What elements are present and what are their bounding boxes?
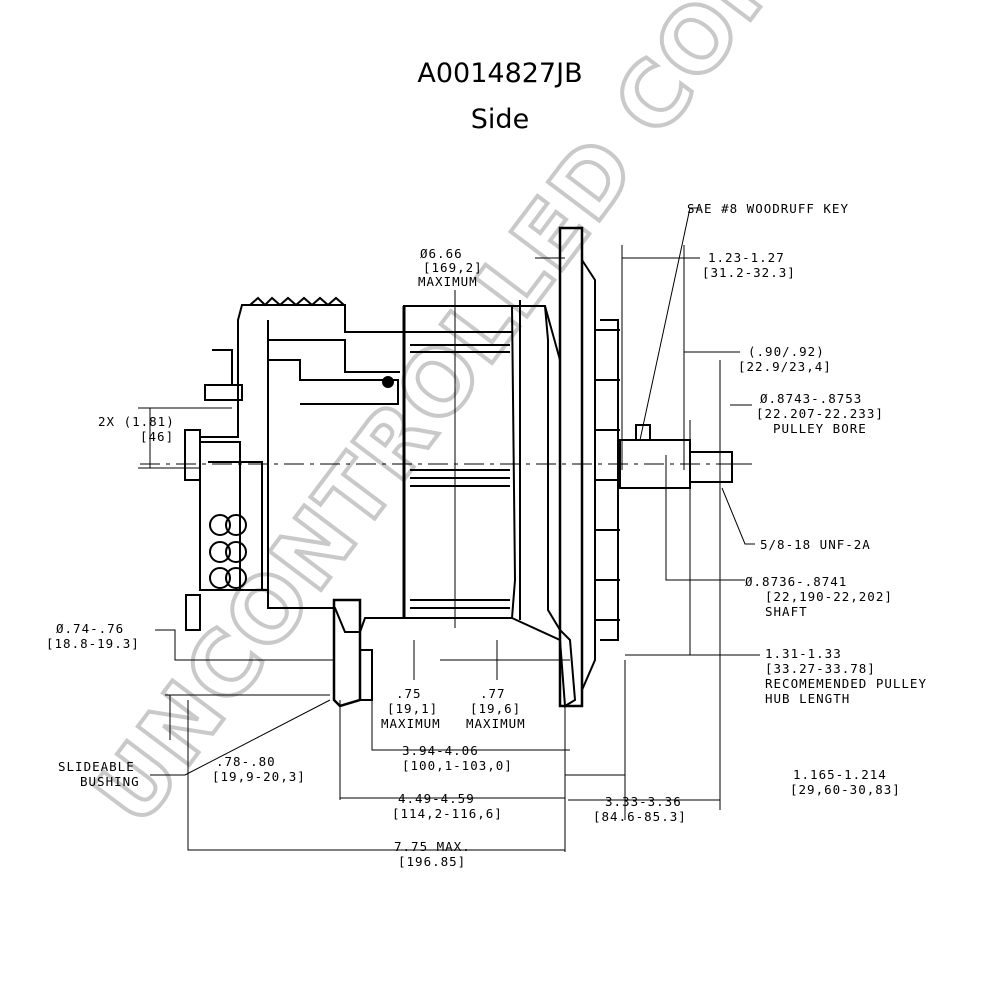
pulley-bore-note: PULLEY BORE xyxy=(773,421,867,436)
key-position-label: 1.23-1.27 xyxy=(708,250,785,265)
hub-note-line2: HUB LENGTH xyxy=(765,691,850,706)
shaft-note: SHAFT xyxy=(765,604,808,619)
ear-to-pulley-label: 3.33-3.36 xyxy=(605,794,682,809)
ear-to-pulley-mm: [84.6-85.3] xyxy=(593,809,687,824)
terminal-stud-upper xyxy=(204,384,243,401)
threaded-shaft-end xyxy=(690,451,733,483)
terminal-spacing-mm: [46] xyxy=(140,429,174,444)
slideable-label-line1: SLIDEABLE xyxy=(58,759,135,774)
hub-length-mm: [33.27-33.78] xyxy=(765,661,876,676)
key-position-mm: [31.2-32.3] xyxy=(702,265,796,280)
hub-length-label: 1.31-1.33 xyxy=(765,646,842,661)
ear-right-note: MAXIMUM xyxy=(466,716,526,731)
terminal-spacing-label: 2X (1.81) xyxy=(98,414,175,429)
bushing-length-mm: [19,9-20,3] xyxy=(212,769,306,784)
pulley-bore-label: Ø.8743-.8753 xyxy=(760,391,862,406)
mount-a-label: 3.94-4.06 xyxy=(402,743,479,758)
view-subtitle: Side xyxy=(470,104,530,135)
pulley-bore-mm: [22.207-22.233] xyxy=(756,406,884,421)
part-number-title: A0014827JB xyxy=(417,58,583,89)
key-length-label: (.90/.92) xyxy=(748,344,825,359)
overall-length-label: 7.75 MAX. xyxy=(394,839,471,854)
mount-a-mm: [100,1-103,0] xyxy=(402,758,513,773)
ear-left-label: .75 xyxy=(396,686,422,701)
max-diameter-label: Ø6.66 xyxy=(420,246,463,261)
mounting-ear xyxy=(332,598,362,708)
max-diameter-note: MAXIMUM xyxy=(418,274,478,289)
shaft-label: Ø.8736-.8741 xyxy=(745,574,847,589)
slideable-label-line2: BUSHING xyxy=(80,774,140,789)
overall-length-mm: [196.85] xyxy=(398,854,466,869)
ear-left-note: MAXIMUM xyxy=(381,716,441,731)
bushing-length-label: .78-.80 xyxy=(216,754,276,769)
key-length-mm: [22.9/23,4] xyxy=(738,359,832,374)
watermark-text: UNCONTROLLED COPY xyxy=(75,0,842,843)
woodruff-key-label: SAE #8 WOODRUFF KEY xyxy=(687,201,849,216)
fan-blades xyxy=(595,329,620,621)
max-diameter-mm: [169,2] xyxy=(423,260,483,275)
ear-right-label: .77 xyxy=(480,686,506,701)
mount-b-mm: [114,2-116,6] xyxy=(392,806,503,821)
hub-offset-label: 1.165-1.214 xyxy=(793,767,887,782)
bushing-diameter-label: Ø.74-.76 xyxy=(56,621,124,636)
mount-b-label: 4.49-4.59 xyxy=(398,791,475,806)
fan-hub xyxy=(558,226,584,708)
terminal-stud-lower xyxy=(185,594,201,631)
dimension-labels: SAE #8 WOODRUFF KEY Ø6.66 [169,2] MAXIMU… xyxy=(46,201,927,869)
hub-offset-mm: [29,60-30,83] xyxy=(790,782,901,797)
hub-note-line1: RECOMEMENDED PULLEY xyxy=(765,676,927,691)
rear-fins xyxy=(249,296,345,307)
dimension-lines xyxy=(138,207,760,852)
shaft-mm: [22,190-22,202] xyxy=(765,589,893,604)
bushing-diameter-mm: [18.8-19.3] xyxy=(46,636,140,651)
thread-label: 5/8-18 UNF-2A xyxy=(760,537,871,552)
ear-left-mm: [19,1] xyxy=(387,701,438,716)
ear-right-mm: [19,6] xyxy=(470,701,521,716)
